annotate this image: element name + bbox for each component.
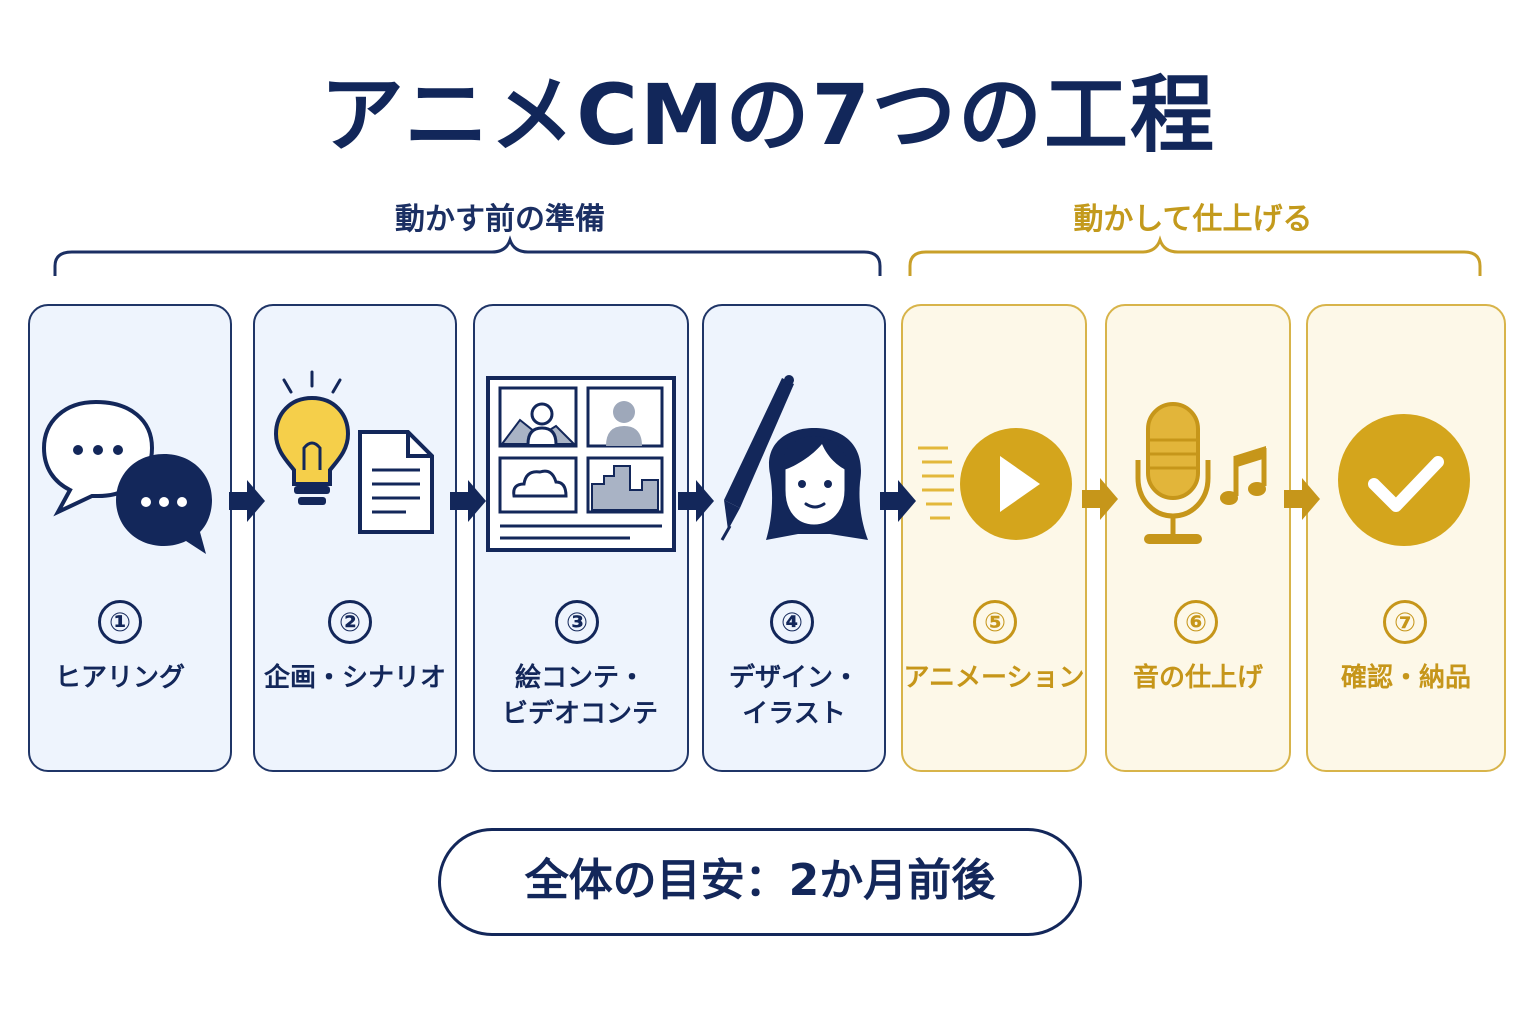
step-label-6: 音の仕上げ: [1132, 663, 1263, 693]
arrow-1-2: [229, 480, 265, 522]
step-number-6: ⑥: [1174, 600, 1218, 644]
brace-preparation: [53, 235, 882, 276]
step-number-5: ⑤: [973, 600, 1017, 644]
lightbulb-and-document-icon: [273, 370, 434, 534]
group-label-finishing: 動かして仕上げる: [1073, 202, 1313, 237]
step-label-4: デザイン・ イラスト: [728, 663, 859, 729]
summary-badge: 全体の目安：2か月前後: [438, 828, 1082, 936]
arrow-4-5: [880, 480, 916, 522]
step-number-2: ②: [328, 600, 372, 644]
step-number-4: ④: [770, 600, 814, 644]
group-label-preparation: 動かす前の準備: [395, 202, 605, 237]
step-card-5: [901, 304, 1087, 772]
speech-bubbles-icon: [41, 399, 212, 554]
group-braces: [53, 235, 1482, 276]
brace-finishing: [908, 235, 1482, 276]
storyboard-icon: [486, 376, 676, 552]
play-icon: [918, 428, 1072, 540]
step-number-1: ①: [98, 600, 142, 644]
arrow-2-3: [450, 480, 486, 522]
arrow-5-6: [1082, 478, 1118, 520]
pen-and-character-icon: [720, 375, 868, 541]
check-icon: [1338, 414, 1470, 546]
step-card-2: [253, 304, 457, 772]
step-label-5: アニメーション: [903, 663, 1085, 693]
step-label-1: ヒアリング: [54, 663, 185, 693]
page-title: アニメCMの7つの工程: [319, 66, 1216, 164]
step-number-3: ③: [555, 600, 599, 644]
step-label-7: 確認・納品: [1340, 663, 1471, 693]
microphone-music-icon: [1135, 402, 1267, 544]
step-label-2: 企画・シナリオ: [263, 663, 446, 693]
step-card-4: [702, 304, 886, 772]
arrow-3-4: [678, 480, 714, 522]
step-number-7: ⑦: [1383, 600, 1427, 644]
icon-layer: [41, 370, 1470, 554]
step-label-3: 絵コンテ・ ビデオコンテ: [501, 663, 658, 729]
arrow-6-7: [1284, 478, 1320, 520]
